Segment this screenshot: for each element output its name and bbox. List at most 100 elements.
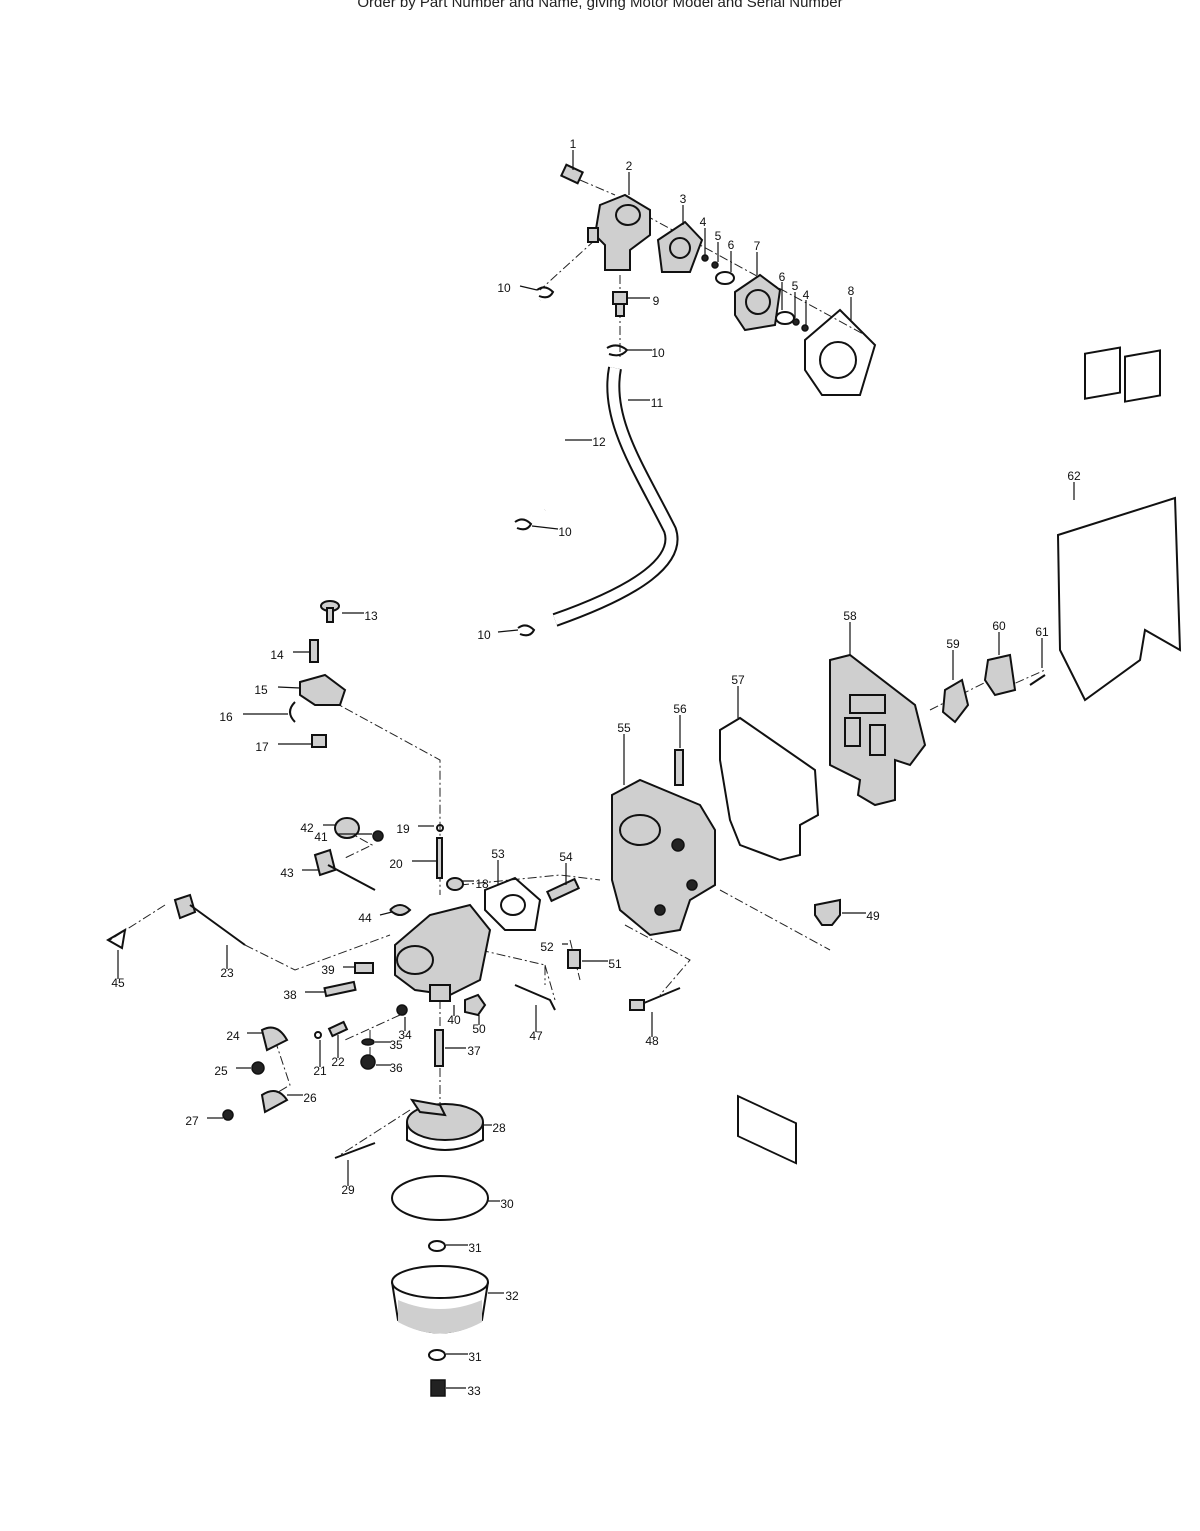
- callout-50: 50: [472, 1015, 486, 1036]
- part-number-label: 7: [754, 239, 761, 253]
- callout-1: 1: [570, 137, 577, 170]
- part-37-nozzle: [434, 1029, 444, 1067]
- callout-6: 6: [728, 238, 735, 272]
- callout-15: 15: [254, 683, 301, 697]
- fuel-pump-group: [506, 163, 877, 637]
- part-number-label: 13: [364, 609, 378, 623]
- part-17-block: [311, 734, 327, 748]
- part-36-plug: [360, 1054, 376, 1070]
- part-31-washer-b: [428, 1349, 446, 1361]
- callout-36: 36: [376, 1061, 403, 1075]
- callout-37: 37: [445, 1044, 481, 1058]
- callout-7: 7: [754, 239, 761, 275]
- part-32-float-bowl: [391, 1265, 489, 1334]
- part-number-label: 6: [779, 270, 786, 284]
- callout-13: 13: [342, 609, 378, 623]
- callout-44: 44: [358, 911, 393, 925]
- part-11-fuel-hose: [553, 367, 677, 625]
- callout-10: 10: [628, 346, 665, 360]
- part-53-gasket: [484, 876, 542, 931]
- callout-8: 8: [848, 284, 855, 320]
- part-number-label: 30: [500, 1197, 514, 1211]
- callout-53: 53: [491, 847, 505, 885]
- part-number-label: 17: [255, 740, 269, 754]
- part-number-label: 1: [570, 137, 577, 151]
- part-number-label: 25: [214, 1064, 228, 1078]
- part-number-label: 45: [111, 976, 125, 990]
- part-6-valve: [715, 271, 735, 285]
- part-number-label: 41: [314, 830, 328, 844]
- callout-31: 31: [446, 1350, 482, 1364]
- part-number-label: 11: [651, 396, 664, 410]
- callout-30: 30: [488, 1197, 514, 1211]
- part-number-label: 39: [321, 963, 335, 977]
- part-number-label: 18: [475, 877, 489, 891]
- part-number-label: 44: [358, 911, 372, 925]
- callout-14: 14: [270, 648, 310, 662]
- part-number-label: 59: [946, 637, 960, 651]
- callout-41: 41: [314, 830, 372, 844]
- part-51-check: [567, 949, 581, 969]
- part-number-label: 31: [468, 1241, 482, 1255]
- callout-39: 39: [321, 963, 355, 977]
- callout-21: 21: [313, 1040, 327, 1078]
- part-2-pump-body: [587, 193, 651, 271]
- part-number-label: 5: [792, 279, 799, 293]
- part-7-pump-cover: [734, 273, 782, 332]
- part-5-spring: [711, 261, 719, 269]
- part-10-clamp-d: [517, 624, 536, 637]
- callout-31: 31: [446, 1241, 482, 1255]
- part-39-spring: [354, 962, 374, 974]
- callout-29: 29: [341, 1160, 355, 1197]
- callout-43: 43: [280, 866, 318, 880]
- part-30-gasket: [391, 1175, 489, 1221]
- part-number-label: 52: [540, 940, 554, 954]
- part-3-diaphragm: [656, 220, 704, 273]
- callout-22: 22: [331, 1035, 345, 1069]
- part-21-ball: [314, 1031, 322, 1039]
- leader-line: [519, 285, 538, 291]
- part-number-label: 40: [447, 1013, 461, 1027]
- callout-10: 10: [497, 281, 538, 295]
- callout-10: 10: [531, 525, 572, 539]
- callout-38: 38: [283, 988, 325, 1002]
- part-59-reed: [941, 678, 970, 724]
- part-18-plug: [446, 877, 464, 891]
- part-41-screw: [372, 830, 384, 842]
- callout-9: 9: [628, 294, 660, 308]
- callout-56: 56: [673, 702, 687, 748]
- part-number-label: 22: [331, 1055, 345, 1069]
- part-number-label: 10: [558, 525, 572, 539]
- part-number-label: 14: [270, 648, 284, 662]
- part-number-label: 10: [651, 346, 665, 360]
- part-number-label: 35: [389, 1038, 403, 1052]
- part-31-washer: [428, 1240, 446, 1252]
- callout-59: 59: [946, 637, 960, 680]
- part-38-screw: [323, 980, 357, 998]
- page-header: Order by Part Number and Name, giving Mo…: [357, 0, 843, 11]
- callout-47: 47: [529, 1005, 543, 1043]
- callout-4: 4: [803, 288, 810, 325]
- part-number-label: 15: [254, 683, 268, 697]
- part-28-float: [406, 1098, 484, 1151]
- part-number-label: 9: [653, 294, 660, 308]
- callout-26: 26: [287, 1091, 317, 1105]
- callout-45: 45: [111, 950, 125, 990]
- part-number-label: 51: [608, 957, 622, 971]
- part-number-label: 38: [283, 988, 297, 1002]
- part-number-label: 20: [389, 857, 403, 871]
- part-58-reed-plate: [829, 653, 927, 807]
- carburetor-group: [106, 600, 581, 1397]
- assembly-lines: [109, 179, 1046, 1156]
- part-42-throttle-plate: [334, 817, 360, 839]
- part-44-spring: [389, 904, 412, 916]
- part-number-label: 49: [866, 909, 880, 923]
- part-number-label: 16: [219, 710, 233, 724]
- part-number-label: 36: [389, 1061, 403, 1075]
- part-number-label: 54: [559, 850, 573, 864]
- callout-55: 55: [617, 721, 631, 785]
- part-number-label: 56: [673, 702, 687, 716]
- part-number-label: 24: [226, 1029, 240, 1043]
- part-4-washer-b: [801, 324, 809, 332]
- callout-48: 48: [645, 1012, 659, 1048]
